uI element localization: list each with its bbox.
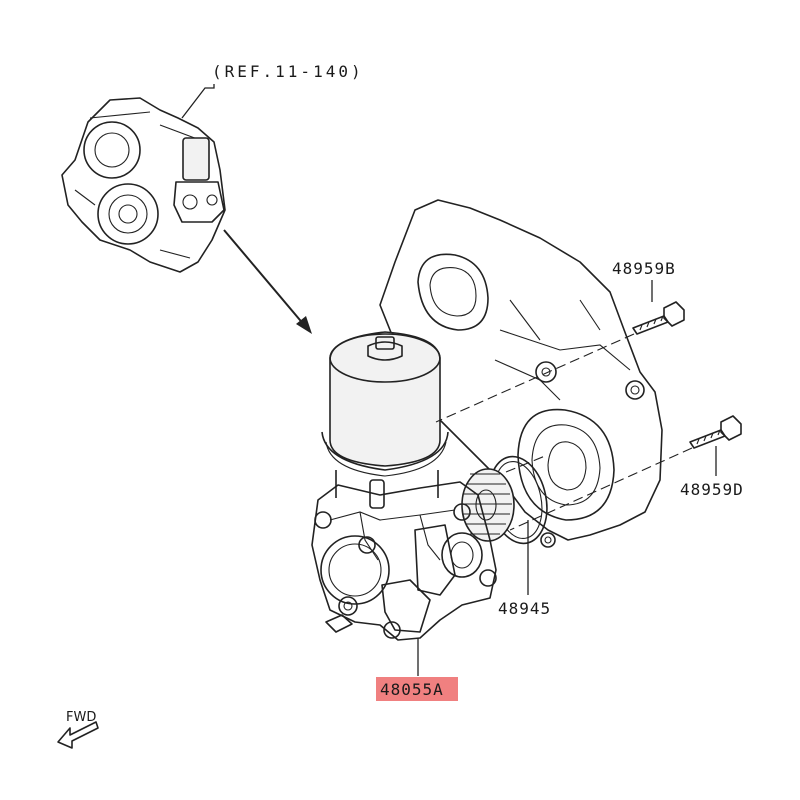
reference-label: (REF.11-140) xyxy=(212,62,364,81)
fuel-pump-48055A xyxy=(311,331,515,641)
bolt-48959B xyxy=(632,301,685,335)
fwd-indicator: FWD xyxy=(57,710,99,749)
bolt-48959D xyxy=(689,415,742,449)
label-48959D: 48959D xyxy=(680,480,744,499)
label-48945: 48945 xyxy=(498,599,551,618)
label-48959B: 48959B xyxy=(612,259,676,278)
label-48055A: 48055A xyxy=(380,680,444,699)
reference-leader xyxy=(181,84,215,119)
highlight-48055A xyxy=(376,677,458,701)
alignment-lines xyxy=(435,333,693,531)
pump-drive-gear xyxy=(461,468,515,542)
fwd-arrow-icon xyxy=(57,721,99,749)
fwd-label: FWD xyxy=(66,710,96,725)
reference-engine-thumbnail xyxy=(61,97,226,273)
detail-arrow xyxy=(223,229,312,334)
